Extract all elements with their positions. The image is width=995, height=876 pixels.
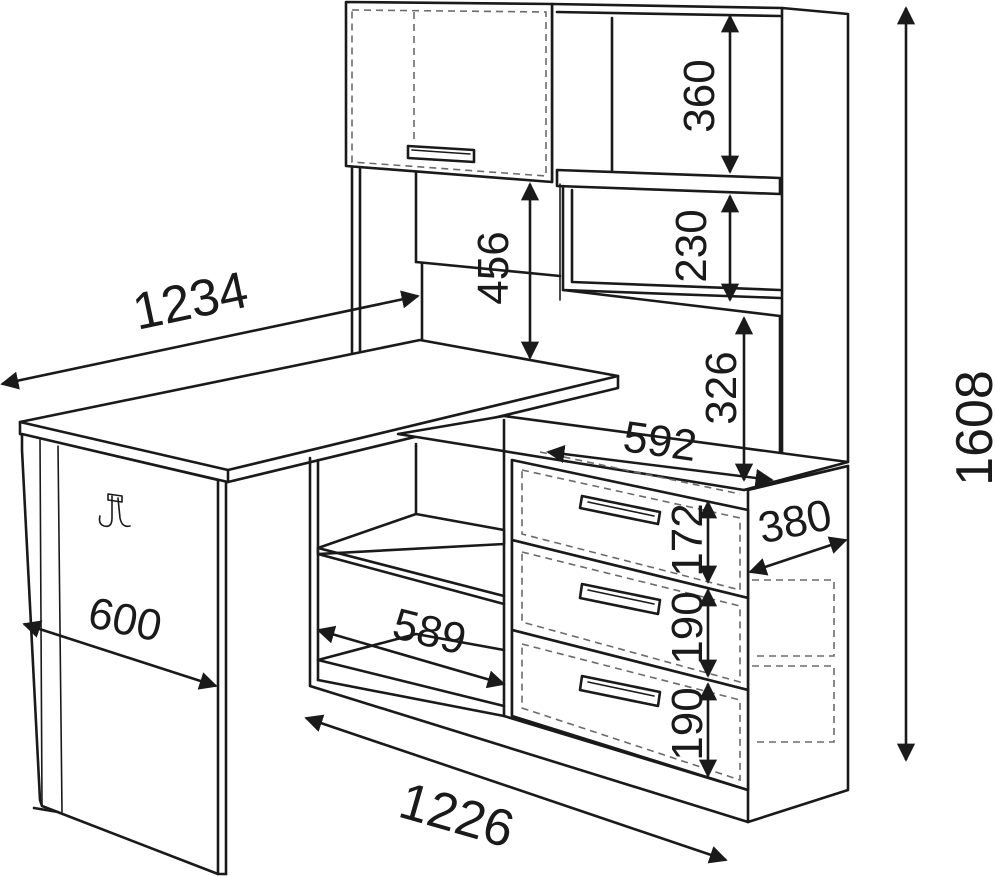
dim-label-190-lower: 190 [663,687,712,760]
left-side-panel [20,432,228,876]
dim-label-172: 172 [663,503,712,576]
dim-label-360: 360 [675,59,724,132]
dim-label-230: 230 [667,209,716,282]
dim-label-1608: 1608 [946,370,995,486]
dim-label-1234: 1234 [128,261,253,342]
dim-label-190-upper: 190 [663,591,712,664]
bag-hook-icon [98,493,131,528]
dim-label-592: 592 [620,412,700,471]
hutch [344,0,850,472]
dimension-lines [0,6,916,864]
cabinet-handle-icon [406,144,476,164]
drawer-1-handle-icon [578,494,662,526]
dim-label-326: 326 [697,351,746,424]
drawer-3-handle-icon [578,674,662,708]
drawer-2-handle-icon [578,582,662,616]
dim-label-456: 456 [469,231,518,304]
